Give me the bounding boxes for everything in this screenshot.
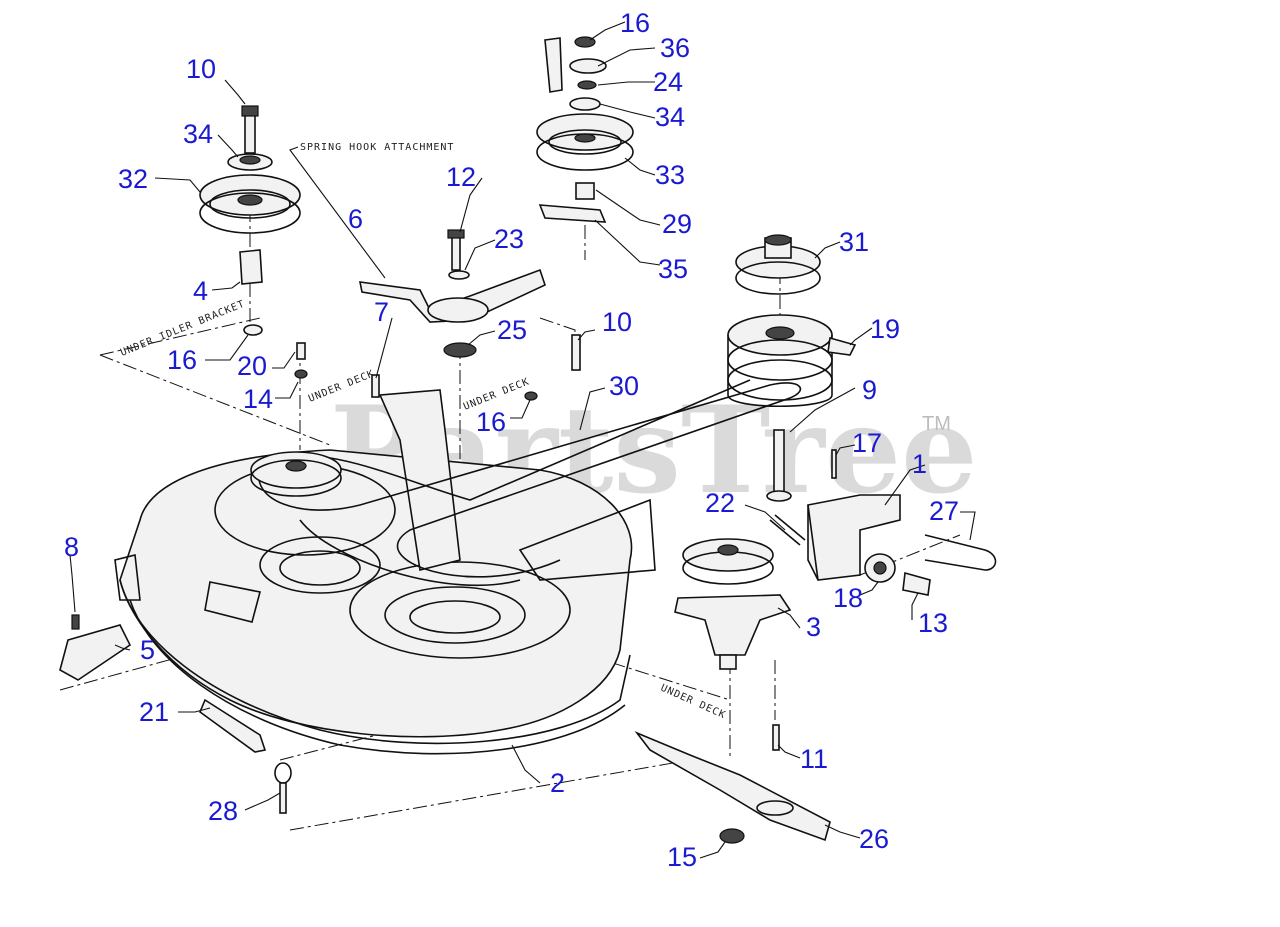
callout-14: 14 [243, 384, 273, 414]
callout-16-left: 16 [167, 345, 197, 375]
callout-35: 35 [658, 254, 688, 284]
watermark-tm: TM [922, 413, 951, 435]
callout-21: 21 [139, 697, 169, 727]
callout-28: 28 [208, 796, 238, 826]
leader-lines [69, 21, 976, 859]
deck-housing [114, 389, 656, 755]
callout-10-right: 10 [602, 307, 632, 337]
idler-pulley-left [199, 105, 301, 336]
callout-13: 13 [918, 608, 948, 638]
callout-12: 12 [446, 162, 476, 192]
callout-31: 31 [839, 227, 869, 257]
callout-25: 25 [497, 315, 527, 345]
callout-8: 8 [64, 532, 79, 562]
callout-34-left: 34 [183, 119, 213, 149]
callout-17: 17 [852, 428, 882, 458]
deck-spindle-pulley-left [250, 451, 342, 497]
note-spring-hook-attachment: SPRING HOOK ATTACHMENT [300, 142, 454, 153]
callout-23: 23 [494, 224, 524, 254]
engine-pulley-upper [735, 234, 821, 295]
callout-27: 27 [929, 496, 959, 526]
callout-30: 30 [609, 371, 639, 401]
idler-pulley-top [536, 36, 634, 223]
callout-6: 6 [348, 204, 363, 234]
mower-blade [634, 731, 831, 844]
callout-32: 32 [118, 164, 148, 194]
callout-3: 3 [806, 612, 821, 642]
callout-18: 18 [833, 583, 863, 613]
spindle-assembly [674, 538, 792, 751]
callout-19: 19 [870, 314, 900, 344]
callout-34-top: 34 [655, 102, 685, 132]
callout-26: 26 [859, 824, 889, 854]
callout-11: 11 [800, 744, 828, 774]
callout-20: 20 [237, 351, 267, 381]
callout-29: 29 [662, 209, 692, 239]
callout-33: 33 [655, 160, 685, 190]
callout-24: 24 [653, 67, 683, 97]
callout-10-top: 10 [186, 54, 216, 84]
callout-36: 36 [660, 33, 690, 63]
callout-2: 2 [550, 768, 565, 798]
anti-scalp-bracket [769, 449, 997, 596]
electric-clutch [727, 314, 857, 502]
callout-9: 9 [862, 375, 877, 405]
callout-22: 22 [705, 488, 735, 518]
callout-16-top: 16 [620, 8, 650, 38]
callout-1: 1 [912, 449, 927, 479]
callout-15: 15 [667, 842, 697, 872]
callout-4: 4 [193, 276, 208, 306]
callout-16-center: 16 [476, 407, 506, 437]
idler-bracket [294, 229, 581, 401]
callout-7: 7 [374, 297, 389, 327]
part-number-callouts: 1 2 3 4 5 6 7 8 9 10 10 11 12 13 14 15 1… [64, 8, 959, 872]
callout-5: 5 [140, 635, 155, 665]
